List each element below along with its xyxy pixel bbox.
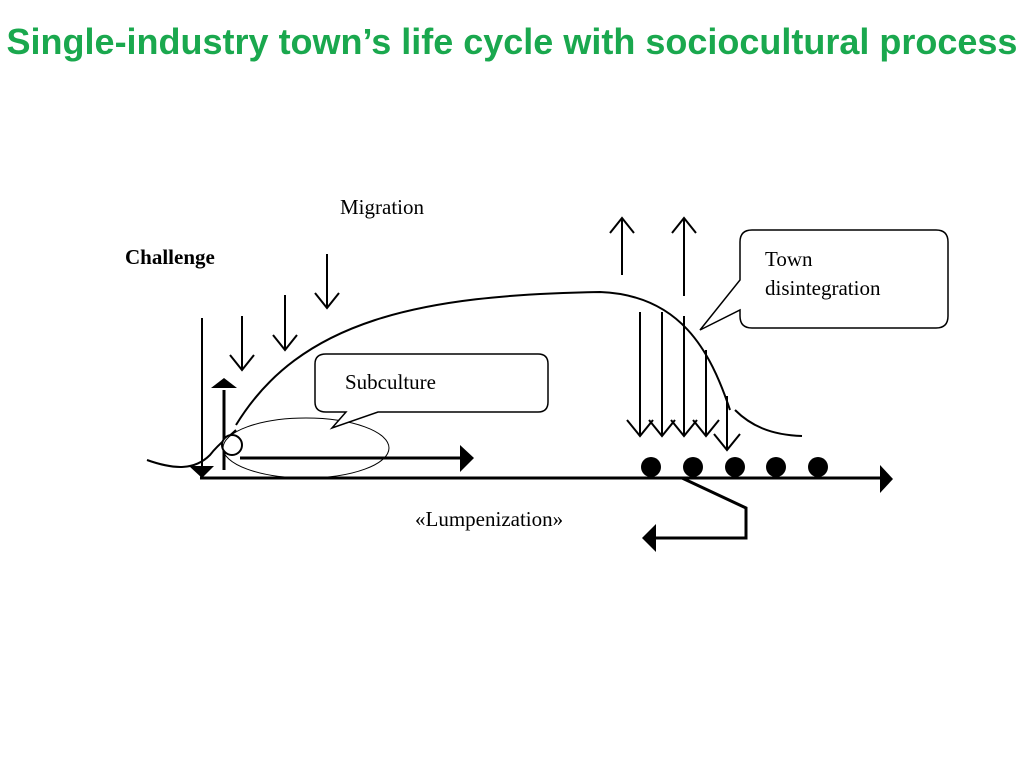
slide-title: Single-industry town’s life cycle with s… — [6, 21, 1018, 62]
lumpenization-arrow — [654, 476, 748, 540]
challenge-label: Challenge — [125, 245, 215, 269]
start-node — [221, 434, 243, 456]
town-disintegration-callout — [699, 229, 949, 331]
rise-arrowhead — [211, 378, 237, 388]
migration-arrows — [229, 254, 340, 372]
subculture-callout — [314, 353, 549, 430]
decline-tail — [734, 409, 803, 437]
lumpenization-arrowhead — [642, 524, 656, 552]
subculture-growth-arrowhead — [460, 445, 474, 472]
life-cycle-curve — [235, 290, 731, 426]
town-disintegration-label: Town disintegration — [765, 247, 881, 300]
time-axis-arrowhead — [880, 465, 893, 493]
migration-label: Migration — [340, 195, 424, 219]
axis-dots — [641, 457, 828, 477]
challenge-arrowhead — [189, 466, 214, 478]
subculture-ellipse — [222, 417, 390, 479]
subculture-label: Subculture — [345, 370, 436, 394]
lumpenization-label: «Lumpenization» — [415, 507, 564, 531]
out-migration-arrows — [609, 216, 697, 296]
disintegration-arrows — [626, 312, 741, 452]
